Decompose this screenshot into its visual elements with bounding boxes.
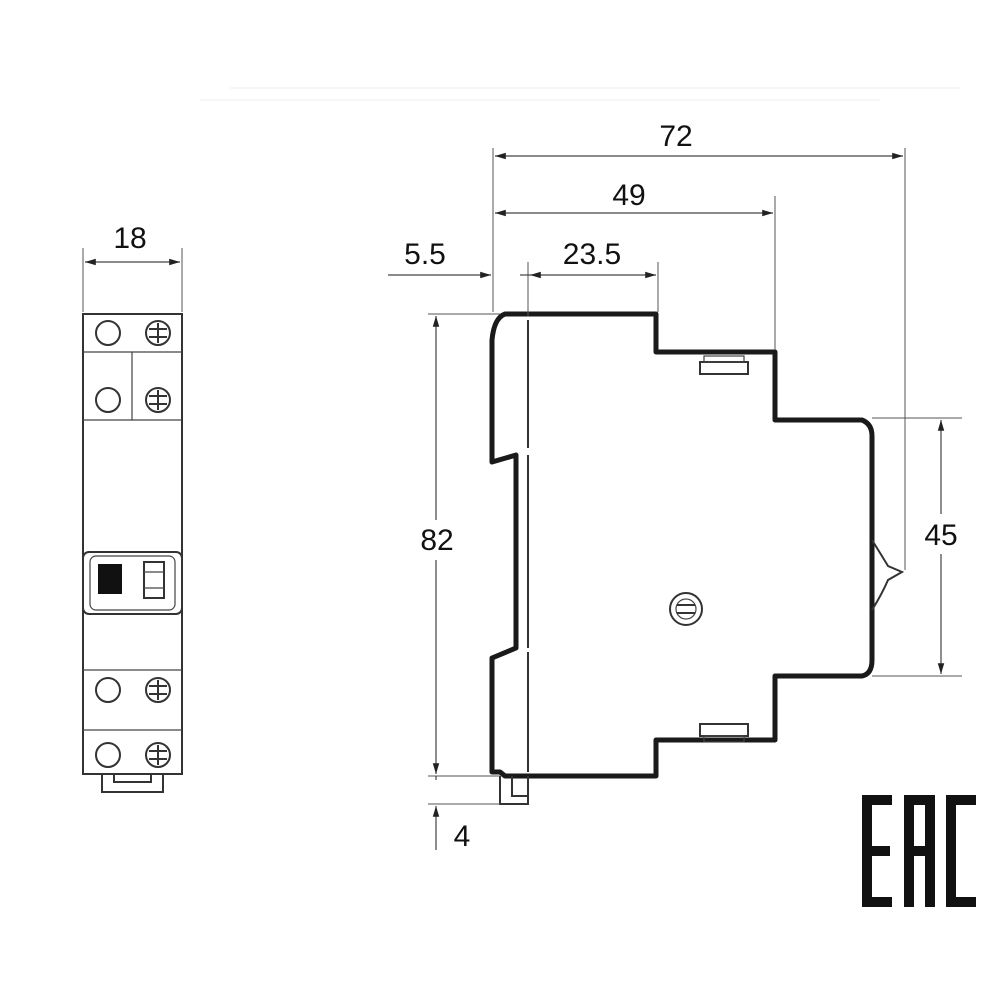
din-clip-foot — [499, 776, 529, 805]
toggle-knob — [871, 539, 905, 611]
bottom-latch — [699, 723, 749, 737]
offset-label: 5.5 — [404, 238, 446, 271]
height-label: 82 — [420, 524, 453, 557]
dimension-5-5: 5.5 — [388, 238, 530, 279]
faint-trace-lines — [200, 87, 960, 101]
face-height-label: 45 — [924, 519, 957, 552]
terminal-screw-icon — [145, 387, 171, 413]
terminal-hole — [95, 320, 121, 346]
depth-49-label: 49 — [612, 179, 645, 212]
eac-certification-logo — [862, 795, 976, 907]
terminal-hole — [95, 742, 121, 768]
overall-depth-label: 72 — [659, 120, 692, 153]
terminal-screw-icon — [145, 677, 171, 703]
front-step-label: 23.5 — [563, 238, 621, 271]
side-screw-icon — [669, 592, 703, 626]
terminal-hole — [95, 677, 121, 703]
front-body-outline — [82, 313, 183, 775]
dimension-23-5: 23.5 — [527, 238, 659, 316]
din-clip — [101, 774, 164, 793]
terminal-screw-icon — [145, 742, 171, 768]
terminal-screw-icon — [145, 320, 171, 346]
clip-label: 4 — [454, 820, 471, 853]
dimension-49: 49 — [495, 179, 776, 350]
side-view: 72 49 23.5 5.5 82 — [388, 120, 970, 853]
terminal-hole — [95, 387, 121, 413]
top-latch — [699, 361, 749, 375]
dimension-4: 4 — [428, 776, 500, 853]
front-view: 18 — [82, 222, 183, 793]
front-width-dimension: 18 — [82, 222, 183, 312]
dimension-72: 72 — [492, 120, 906, 570]
front-width-label: 18 — [113, 222, 146, 255]
dimension-82: 82 — [412, 313, 500, 777]
side-body-outline — [489, 311, 875, 779]
toggle-switch — [82, 551, 183, 615]
dimension-45: 45 — [872, 417, 970, 677]
